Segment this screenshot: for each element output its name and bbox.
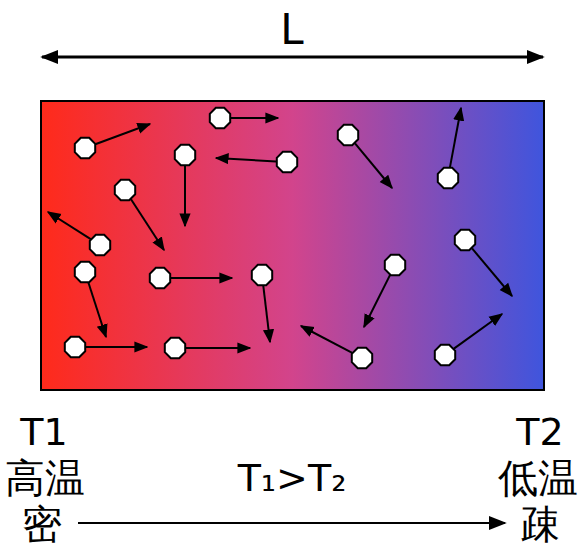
molecule-body — [338, 125, 358, 145]
velocity-arrow — [355, 143, 392, 188]
length-arrow — [42, 56, 543, 59]
velocity-arrow — [95, 124, 150, 144]
temperature-word: 高温 — [5, 458, 85, 498]
temperature-word: 低温 — [498, 458, 578, 498]
molecule — [455, 230, 512, 296]
particle-group — [48, 108, 512, 368]
molecule — [115, 180, 164, 250]
molecule — [252, 265, 272, 342]
molecule — [301, 326, 372, 368]
molecule — [175, 145, 195, 226]
molecule — [165, 338, 250, 358]
gas-container — [41, 101, 544, 390]
velocity-arrow — [364, 275, 390, 327]
molecule-body — [455, 230, 475, 250]
velocity-arrow — [263, 286, 270, 342]
temperature-label: T1 — [20, 413, 67, 451]
molecule-body — [75, 138, 95, 158]
molecule — [435, 314, 502, 365]
velocity-arrow — [186, 347, 250, 349]
velocity-arrow — [454, 314, 502, 349]
molecule — [75, 262, 106, 337]
molecule-body — [75, 262, 95, 282]
velocity-arrow — [48, 212, 91, 239]
molecule-body — [115, 180, 135, 200]
velocity-arrow — [472, 248, 512, 296]
velocity-arrow — [216, 158, 276, 161]
velocity-arrow — [88, 282, 106, 337]
molecule-body — [352, 348, 372, 368]
molecule — [210, 108, 278, 128]
molecule — [65, 337, 147, 357]
molecule-body — [90, 235, 110, 255]
molecule-body — [175, 145, 195, 165]
molecule-body — [438, 168, 458, 188]
molecule — [216, 152, 297, 172]
molecule-body — [210, 108, 230, 128]
molecule-body — [150, 268, 170, 288]
velocity-arrow — [231, 117, 278, 119]
molecule-body — [65, 337, 85, 357]
molecule-body — [165, 338, 185, 358]
molecule-body — [435, 345, 455, 365]
velocity-arrow — [450, 108, 461, 167]
temperature-label: T2 — [516, 413, 563, 451]
velocity-arrow — [131, 199, 164, 250]
molecule-body — [277, 152, 297, 172]
density-word: 疎 — [520, 504, 560, 544]
molecule — [338, 125, 392, 188]
molecule-body — [252, 265, 272, 285]
molecule-body — [385, 255, 405, 275]
density-arrow — [78, 522, 505, 524]
molecule — [364, 255, 405, 327]
molecule — [150, 268, 232, 288]
length-label: L — [280, 9, 303, 51]
temperature-relation: T₁>T₂ — [238, 459, 347, 497]
molecule — [75, 124, 150, 158]
density-word: 密 — [22, 504, 62, 544]
velocity-arrow — [184, 166, 186, 226]
velocity-arrow — [171, 277, 232, 279]
molecule — [438, 108, 461, 188]
velocity-arrow — [86, 346, 147, 348]
molecule — [48, 212, 110, 255]
velocity-arrow — [301, 326, 352, 353]
